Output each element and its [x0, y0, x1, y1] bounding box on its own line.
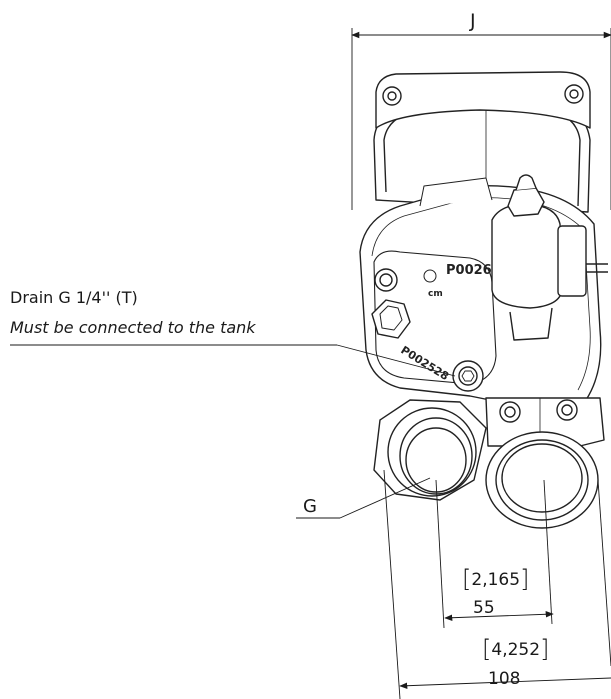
- outer-spacing-in-value: 4,252: [491, 640, 541, 660]
- width-callout-j: J: [470, 10, 476, 32]
- outlet-port: [485, 431, 599, 529]
- brand-mark: cm: [428, 289, 443, 299]
- motor-flange: [375, 71, 591, 129]
- outer-spacing-inches: [4,252]: [482, 637, 549, 661]
- inlet-nut-g: [373, 399, 487, 501]
- inner-spacing-inches: [2,165]: [462, 567, 529, 591]
- bracket-close: ]: [520, 565, 530, 593]
- dimension-lines: [10, 28, 611, 699]
- part-code-top: P0026: [446, 263, 492, 278]
- outer-spacing-mm: 108: [488, 669, 521, 689]
- drain-screw: [452, 360, 484, 392]
- inner-spacing-mm: 55: [473, 598, 495, 618]
- bracket-close: ]: [540, 635, 550, 663]
- cover-plate: [373, 250, 497, 385]
- bracket-open: [: [462, 565, 472, 593]
- inlet-callout-g: G: [303, 496, 317, 517]
- solenoid-valve: [491, 174, 608, 341]
- drain-callout-note: Must be connected to the tank: [10, 318, 256, 337]
- drain-callout-label: Drain G 1/4'' (T): [10, 288, 138, 307]
- outlet-block: [485, 397, 605, 447]
- drain-plug-hex: [371, 268, 411, 339]
- bracket-open: [: [482, 635, 492, 663]
- inner-spacing-in-value: 2,165: [471, 570, 521, 590]
- brand-logo-icon: [423, 269, 437, 283]
